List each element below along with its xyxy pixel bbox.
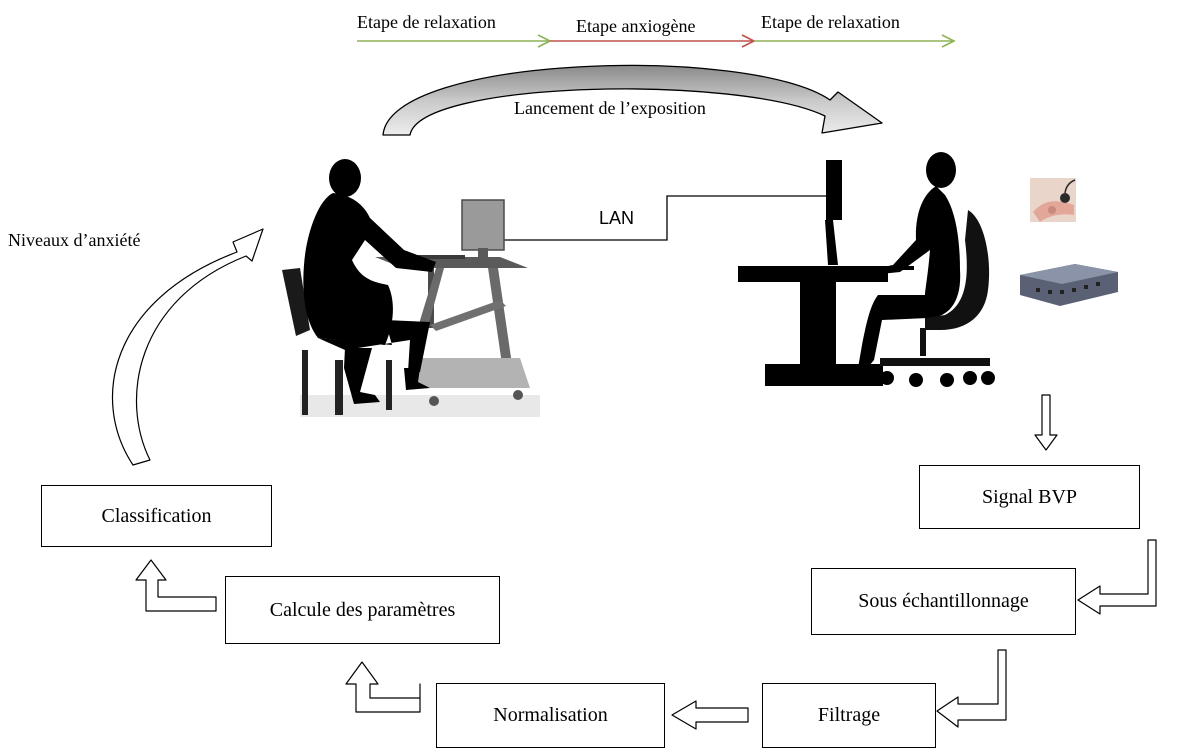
anxiety-levels-label: Niveaux d’anxiété	[8, 230, 141, 250]
arrow-downsampling-to-filtering	[936, 649, 1007, 728]
lan-label: LAN	[599, 208, 635, 228]
stage-arrow-relaxation-1	[357, 34, 552, 48]
arrow-filtering-to-normalization	[671, 700, 749, 730]
therapist-silhouette	[282, 159, 540, 417]
finger-sensor-image	[1030, 178, 1076, 222]
arrow-signal-to-downsampling	[1077, 539, 1157, 615]
down-arrow-to-signal	[1034, 394, 1058, 451]
stage-arrow-relaxation-2	[754, 34, 956, 48]
arrow-parameters-to-classification	[135, 559, 217, 612]
parameters-box: Calcule des paramètres	[225, 576, 500, 644]
feedback-curved-arrow	[112, 228, 264, 466]
arrow-normalization-to-parameters	[345, 661, 421, 713]
acquisition-device-image	[1020, 264, 1118, 306]
stage-label-relaxation-1: Etape de relaxation	[357, 12, 496, 32]
lan-connection-line	[502, 195, 827, 241]
classification-box: Classification	[41, 485, 272, 547]
stage-label-relaxation-2: Etape de relaxation	[761, 12, 900, 32]
patient-silhouette	[738, 152, 995, 387]
stage-label-anxiogene: Etape anxiogène	[576, 16, 696, 36]
downsampling-box: Sous échantillonnage	[811, 568, 1076, 635]
normalization-box: Normalisation	[436, 683, 665, 748]
exposure-curved-arrow	[382, 64, 883, 136]
exposure-label: Lancement de l’exposition	[514, 98, 706, 118]
signal-bvp-box: Signal BVP	[919, 465, 1140, 529]
filtering-box: Filtrage	[762, 683, 936, 748]
